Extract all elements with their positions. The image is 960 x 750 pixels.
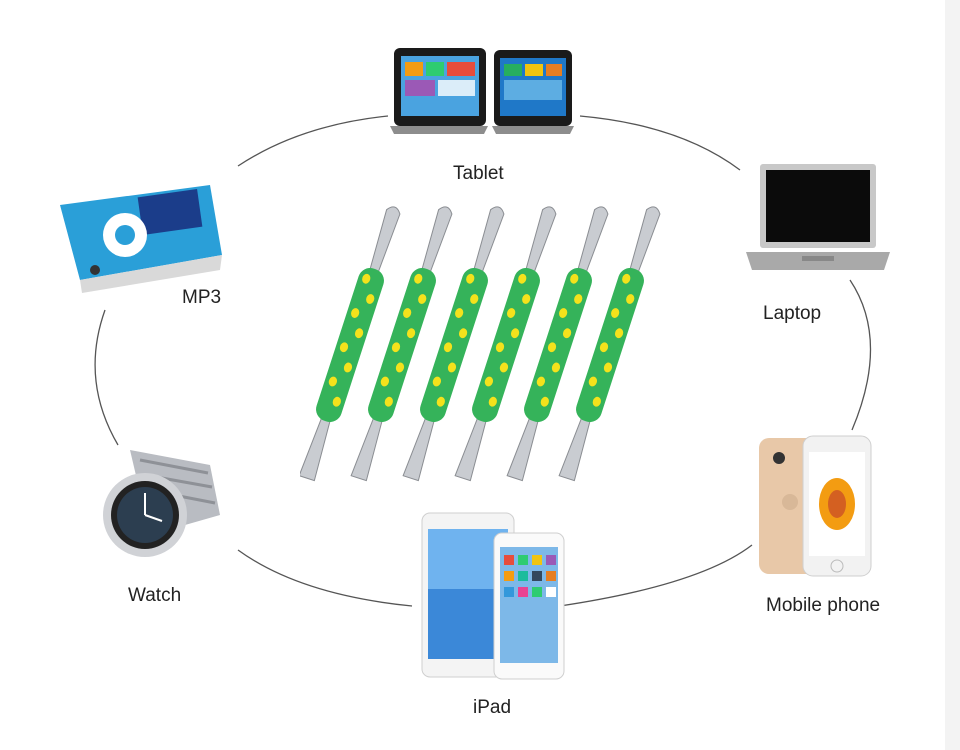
laptop-icon — [746, 164, 890, 270]
mobile-phone-icon — [759, 435, 872, 577]
ipad-label: iPad — [473, 697, 512, 718]
tablet-label: Tablet — [453, 163, 504, 184]
right-edge-strip — [945, 0, 960, 750]
spudger-tool-5 — [506, 206, 609, 482]
watch-icon — [103, 450, 220, 557]
spudger-tool-set — [300, 206, 661, 482]
spudger-tool-2 — [350, 206, 453, 482]
spudger-tool-3 — [402, 206, 505, 482]
tablet-icon — [390, 48, 574, 134]
mp3-label: MP3 — [182, 287, 222, 308]
spudger-tool-6 — [558, 206, 661, 482]
ipad-icon — [421, 512, 565, 680]
spudger-tool-4 — [454, 206, 557, 482]
watch-label: Watch — [128, 585, 182, 606]
laptop-label: Laptop — [763, 303, 822, 324]
mobile-phone-label: Mobile phone — [766, 595, 881, 616]
spudger-tool-1 — [300, 206, 401, 482]
mp3-player-icon — [60, 185, 222, 293]
